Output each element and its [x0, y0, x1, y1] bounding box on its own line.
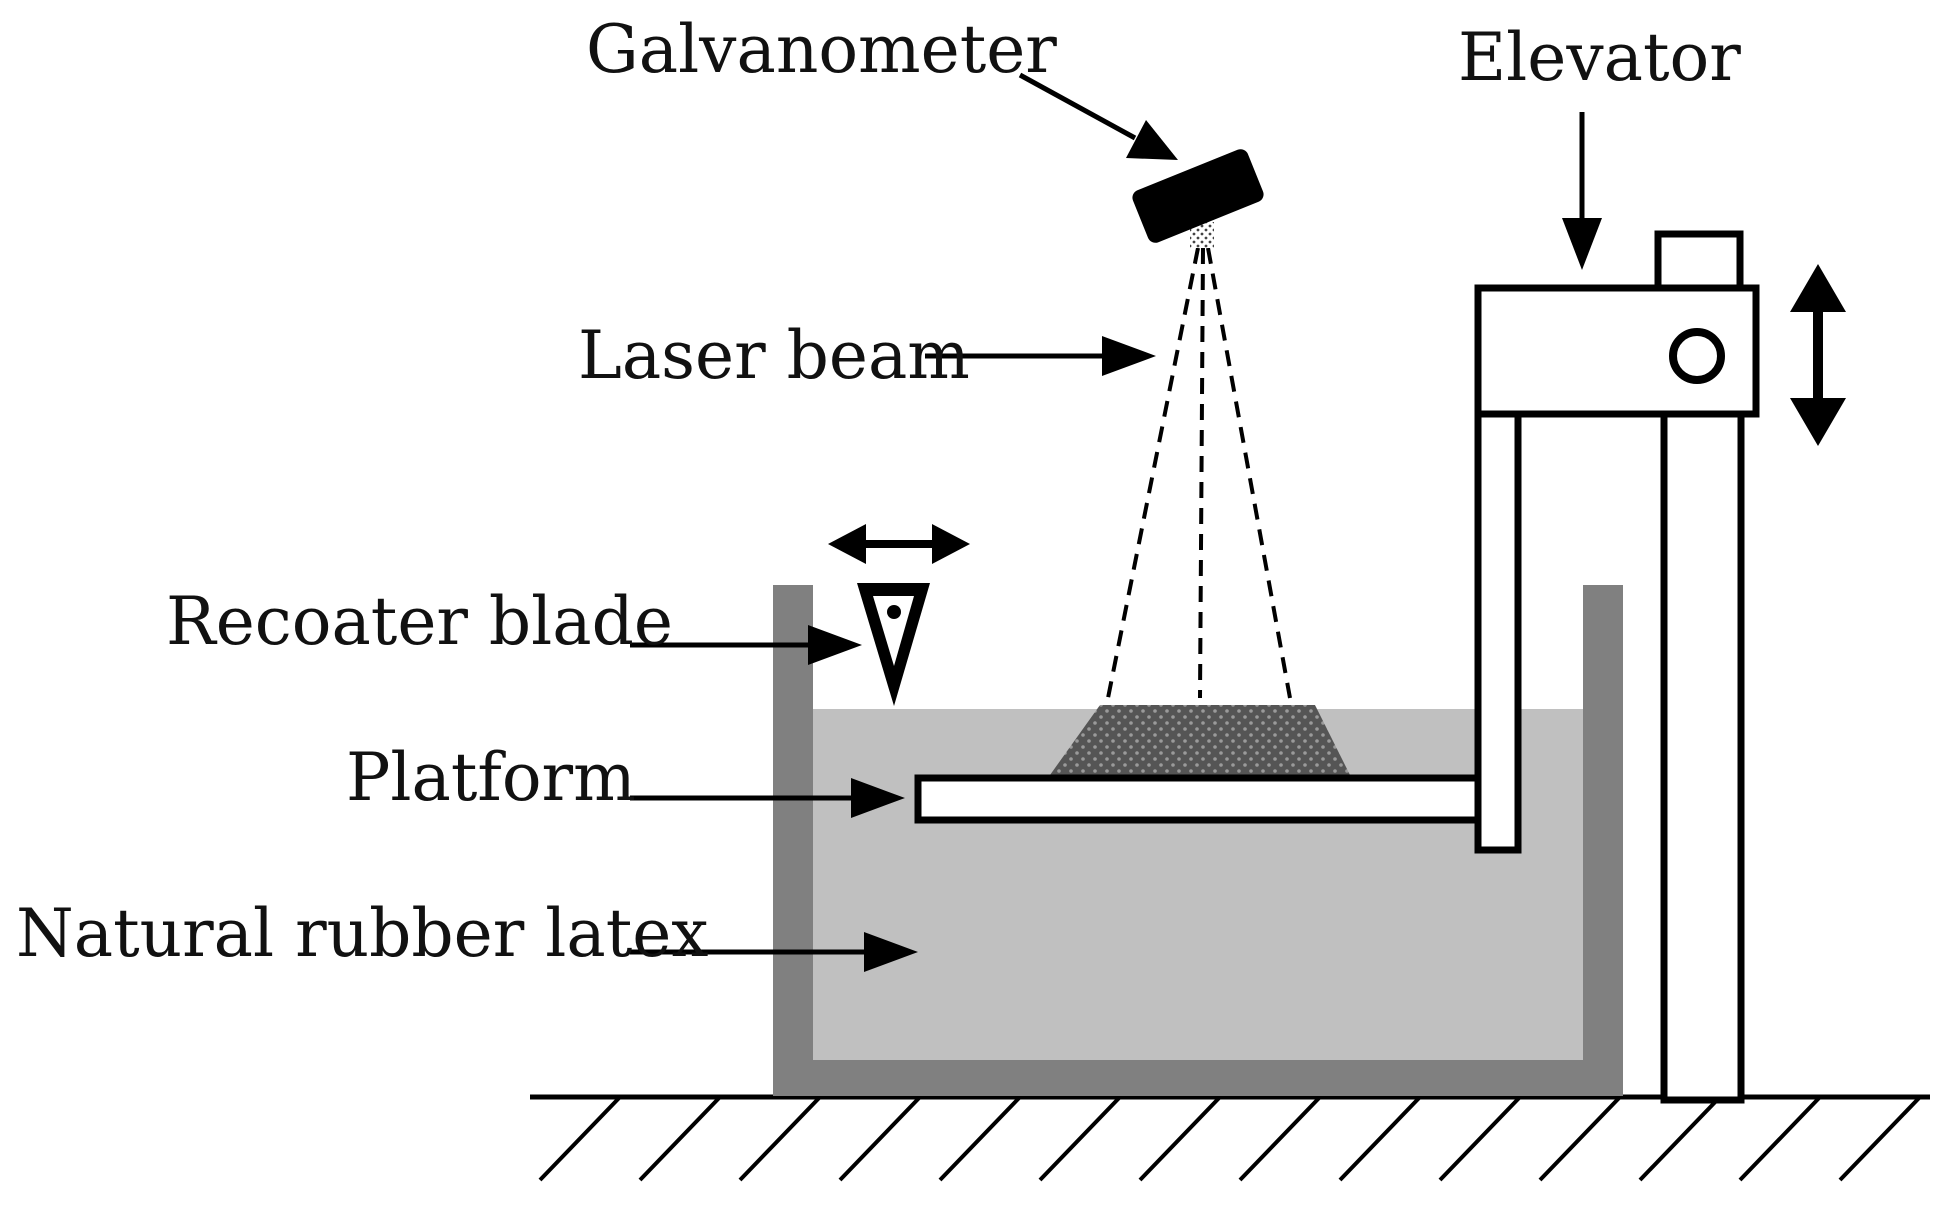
printed-part	[1050, 705, 1350, 775]
label-natural-rubber-latex: Natural rubber latex	[16, 895, 709, 972]
label-elevator: Elevator	[1458, 19, 1741, 96]
galvanometer	[1132, 149, 1264, 243]
pointer-arrows	[630, 72, 1602, 972]
platform	[914, 774, 1482, 824]
recoater-blade	[857, 583, 930, 706]
label-recoater-blade: Recoater blade	[166, 583, 673, 660]
galvanometer-pointer	[1018, 72, 1137, 141]
double-arrow-vertical-icon	[1790, 264, 1846, 446]
label-galvanometer: Galvanometer	[586, 11, 1057, 88]
pulley-icon	[1669, 328, 1725, 384]
label-platform: Platform	[346, 739, 636, 816]
laser-beam	[1106, 247, 1292, 699]
label-laser-beam: Laser beam	[578, 317, 970, 394]
double-arrow-horizontal-icon	[828, 524, 970, 564]
ground	[530, 1094, 1930, 1182]
elevator	[1474, 230, 1760, 1104]
